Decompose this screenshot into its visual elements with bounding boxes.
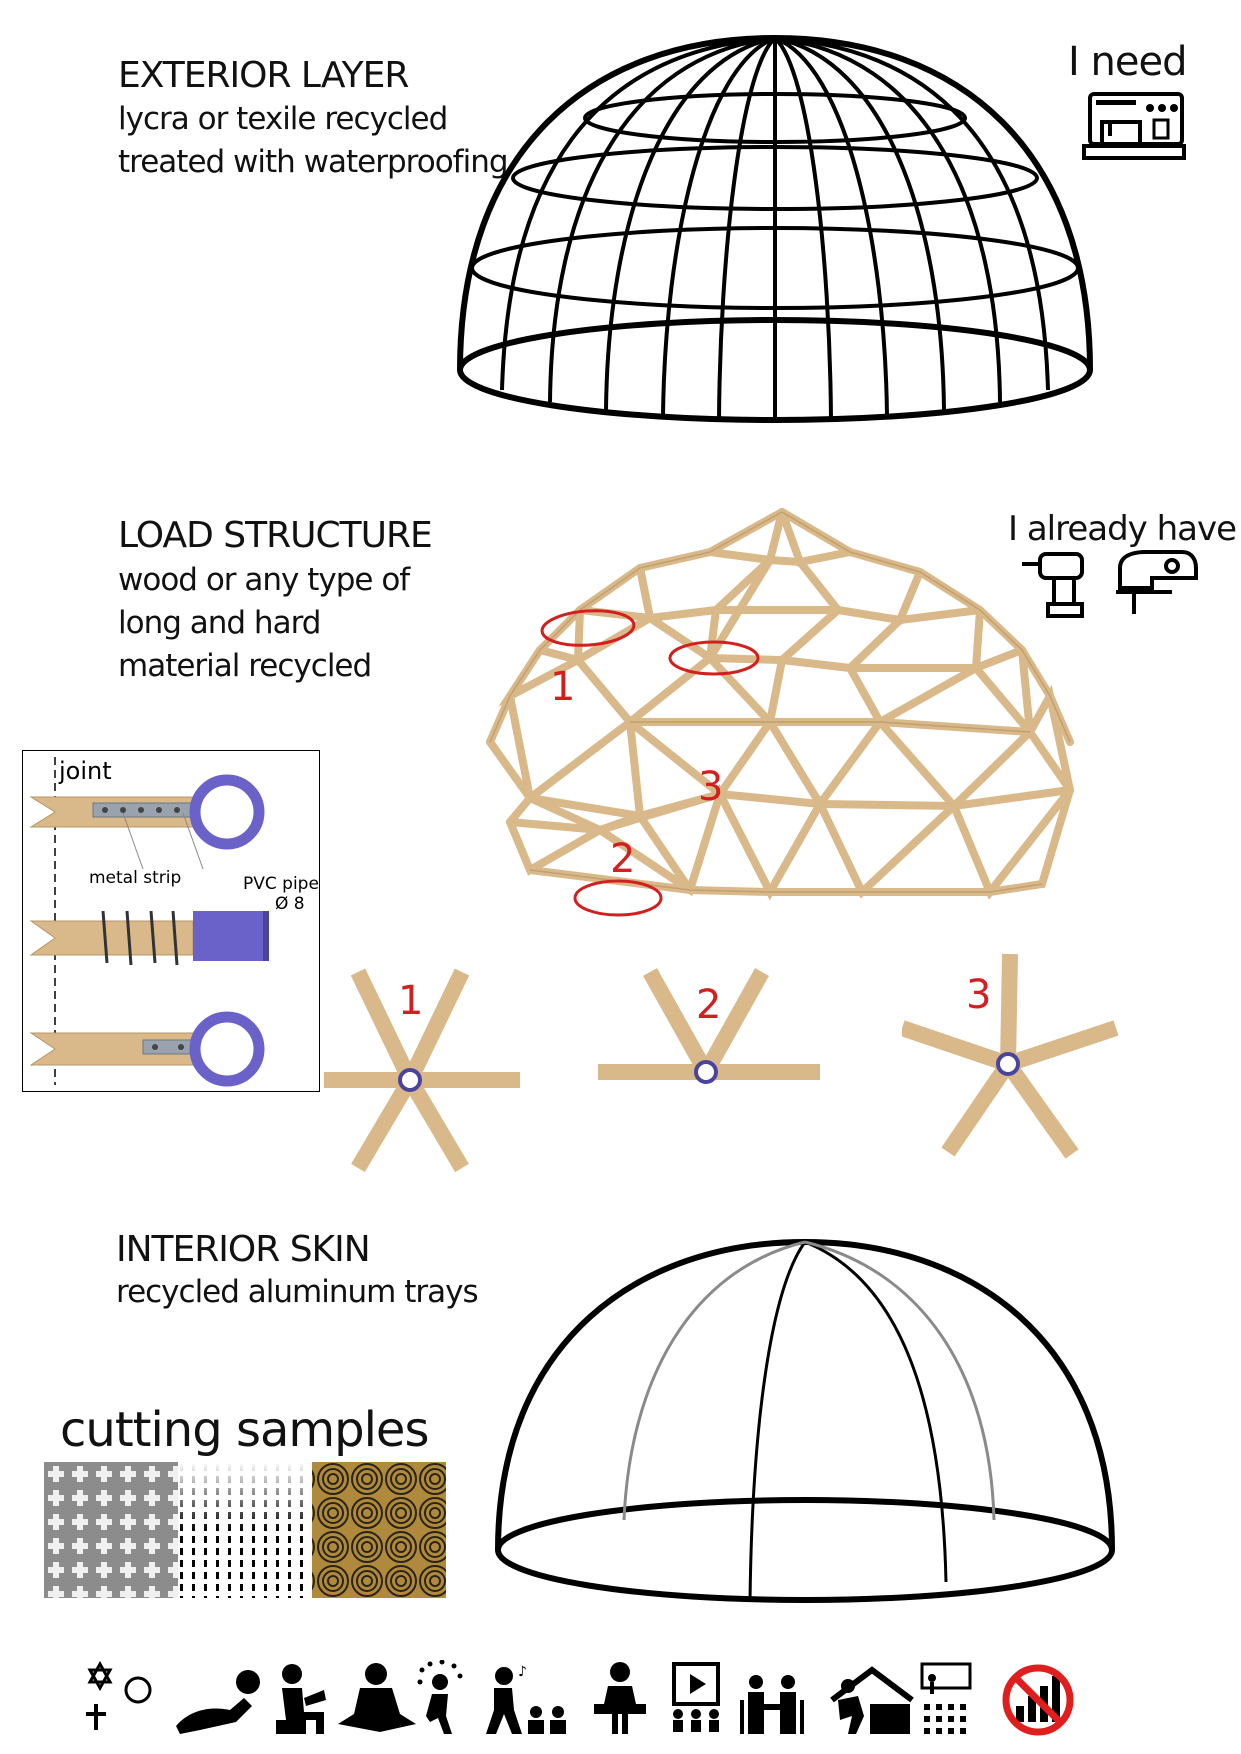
jigsaw-icon (1116, 550, 1198, 614)
interior-dome-skin (495, 1238, 1115, 1603)
connector-3-number: 3 (966, 972, 991, 1018)
svg-text:♪: ♪ (518, 1664, 527, 1680)
religions-icon (86, 1660, 152, 1730)
joint-marker-2-ellipse (573, 879, 663, 917)
metal-strip-label: metal strip (89, 868, 181, 888)
joint-marker-1: 1 (550, 664, 575, 710)
sewing-machine-icon (1082, 92, 1186, 160)
shelter-icon (830, 1666, 914, 1734)
exterior-dome-wireframe (457, 34, 1093, 423)
pvc-pipe-label: PVC pipe (243, 874, 319, 894)
load-structure-description-line-1: wood or any type of (118, 562, 410, 598)
joint-marker-1-ellipse (540, 609, 636, 647)
cutting-samples-swatches (44, 1462, 446, 1598)
connector-1-number: 1 (398, 978, 423, 1024)
gold-wave-sample (312, 1462, 446, 1598)
table-meeting-icon (740, 1675, 804, 1734)
interior-skin-description: recycled aluminum trays (116, 1274, 479, 1310)
dance-icon (417, 1660, 463, 1734)
joint-label: joint (58, 757, 112, 785)
meditation-icon (338, 1663, 416, 1732)
no-internet-icon (1002, 1664, 1074, 1736)
i-already-have-label: I already have (1008, 509, 1237, 549)
joint-marker-3-ellipse (668, 640, 760, 676)
load-structure-title: LOAD STRUCTURE (118, 515, 433, 556)
connector-1-detail: 1 (324, 968, 520, 1173)
connector-2-detail: 2 (598, 968, 820, 1084)
joint-detail-drawing: joint metal strip PVC pipe Ø 8 (29, 757, 319, 1087)
i-need-label: I need (1068, 39, 1187, 85)
pvc-size-label: Ø 8 (275, 894, 305, 914)
sitting-reading-icon (276, 1664, 326, 1734)
exterior-layer-description-line-1: lycra or texile recycled (118, 101, 448, 137)
drill-icon (1022, 552, 1084, 618)
cross-perforation-sample (44, 1462, 178, 1598)
activity-icons-row: ♪ (86, 1660, 1074, 1736)
joint-detail-panel: joint metal strip PVC pipe Ø 8 (22, 750, 320, 1092)
load-structure-description-line-2: long and hard (118, 605, 321, 641)
joint-marker-3: 3 (698, 764, 723, 810)
geodesic-dome-frame: 1 3 2 (486, 508, 1074, 917)
dj-icon (594, 1662, 646, 1734)
exterior-layer-title: EXTERIOR LAYER (118, 55, 409, 96)
cutting-samples-title: cutting samples (60, 1402, 429, 1458)
lying-reading-icon (176, 1670, 260, 1734)
lecture-icon (920, 1662, 972, 1734)
singing-audience-icon: ♪ (486, 1664, 566, 1734)
interior-skin-title: INTERIOR SKIN (116, 1229, 371, 1270)
cinema-icon (672, 1662, 720, 1732)
connector-2-number: 2 (696, 982, 721, 1028)
exterior-layer-description-line-2: treated with waterproofing (118, 144, 509, 180)
load-structure-description-line-3: material recycled (118, 648, 372, 684)
connector-3-detail: 3 (902, 953, 1119, 1159)
joint-marker-2: 2 (610, 836, 635, 882)
